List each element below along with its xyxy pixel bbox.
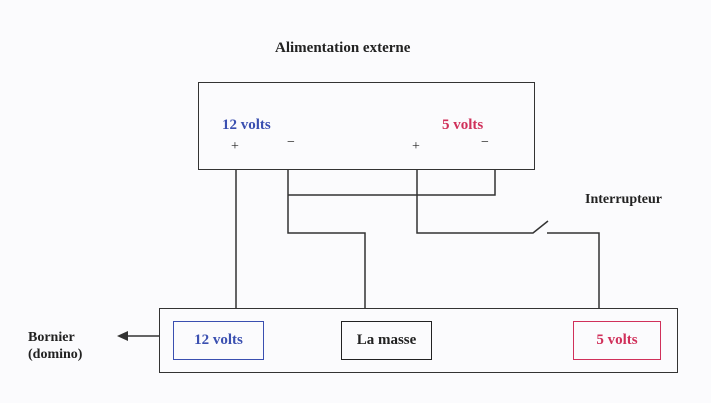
slot-5v: 5 volts xyxy=(573,321,661,360)
terminal-5v-plus: + xyxy=(412,139,420,154)
power-supply-box: 12 volts 5 volts + − + − xyxy=(198,82,535,170)
terminal-12v-plus: + xyxy=(231,139,239,154)
switch-label: Interrupteur xyxy=(585,192,662,207)
wire-12v-negative xyxy=(287,169,366,308)
label-5v: 5 volts xyxy=(442,117,484,133)
label-12v: 12 volts xyxy=(222,117,271,133)
slot-ground: La masse xyxy=(341,321,432,360)
diagram-title: Alimentation externe xyxy=(275,40,411,56)
slot-12v: 12 volts xyxy=(173,321,264,360)
terminal-block-label: Bornier xyxy=(28,330,75,345)
terminal-block-sublabel: (domino) xyxy=(28,347,83,362)
arrow-head-icon xyxy=(117,331,128,341)
terminal-5v-minus: − xyxy=(481,135,489,150)
wire-ground-bridge xyxy=(288,169,496,196)
wire-5v-after-switch xyxy=(547,232,600,308)
terminal-12v-minus: − xyxy=(287,135,295,150)
terminal-block: 12 volts La masse 5 volts xyxy=(159,308,678,373)
wire-5v-positive xyxy=(416,169,549,234)
